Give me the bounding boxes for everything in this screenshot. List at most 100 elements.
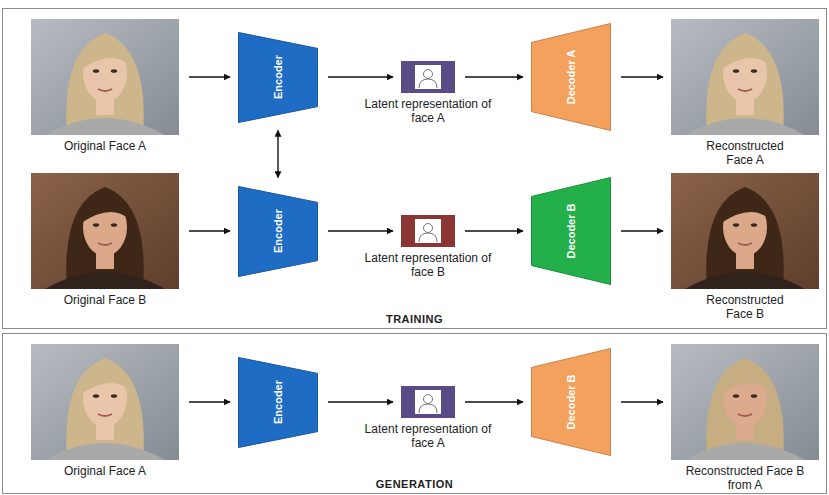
icon-frame (401, 386, 455, 418)
photo-background (31, 19, 179, 135)
block-label: Encoder (272, 380, 284, 424)
icon-head (424, 70, 433, 79)
section-panel: GENERATIONOriginal Face A EncoderLatent r… (2, 333, 827, 494)
eye (751, 69, 757, 73)
face-image-node: Reconstructed Face A (671, 19, 819, 167)
encoder-block: Encoder (238, 357, 318, 448)
photo-background (671, 344, 819, 460)
image-caption: Reconstructed Face B from A (680, 464, 810, 492)
icon-body (419, 233, 437, 242)
mouth (738, 243, 752, 245)
image-caption: Reconstructed Face A (695, 139, 795, 167)
mouth (98, 243, 112, 245)
face-photo (671, 344, 819, 460)
trapezoid (239, 32, 318, 122)
fringe (81, 195, 129, 223)
icon-head (424, 395, 433, 404)
arrow-connector (465, 76, 523, 77)
image-caption: Original Face B (31, 293, 179, 307)
fringe (721, 366, 769, 394)
encoder-block: Encoder (238, 32, 318, 123)
shoulders (45, 443, 165, 460)
icon-frame (401, 61, 455, 93)
icon-body (419, 404, 437, 413)
photo-background (671, 173, 819, 289)
face-image-node: Reconstructed Face B from A (671, 344, 819, 492)
image-caption: Original Face A (31, 139, 179, 153)
arrow-connector (189, 230, 230, 231)
eye (733, 394, 739, 398)
trapezoid (239, 357, 318, 447)
latent-caption: Latent representation of face A (353, 422, 503, 450)
trapezoid (532, 24, 611, 131)
face-photo (31, 344, 179, 460)
image-caption: Original Face A (31, 464, 179, 478)
section-title: TRAINING (3, 313, 826, 325)
eye (93, 69, 99, 73)
icon-card (415, 390, 441, 414)
fringe (721, 41, 769, 69)
arrow-connector (189, 76, 230, 77)
decoder-block: Decoder A (531, 23, 611, 131)
shoulders (45, 272, 165, 289)
eye (733, 223, 739, 227)
icon-card (415, 65, 441, 89)
face-image-node: Original Face A (31, 344, 179, 478)
trapezoid (532, 178, 611, 285)
arrow-connector (189, 401, 230, 402)
shoulders (685, 118, 805, 135)
face-photo (31, 173, 179, 289)
face-image-node: Original Face A (31, 19, 179, 153)
shoulders (45, 118, 165, 135)
arrow-connector (621, 230, 663, 231)
trapezoid (239, 186, 318, 276)
image-caption: Reconstructed Face B (695, 293, 795, 321)
encoder-block: Encoder (238, 186, 318, 277)
arrow-connector (328, 230, 393, 231)
block-label: Decoder B (565, 374, 577, 429)
eye (111, 223, 117, 227)
icon-head (424, 224, 433, 233)
eye (111, 69, 117, 73)
shoulders (685, 272, 805, 289)
mouth (98, 89, 112, 91)
eye (751, 394, 757, 398)
decoder-block: Decoder B (531, 177, 611, 285)
face-photo (671, 173, 819, 289)
icon-frame (401, 215, 455, 247)
fringe (81, 41, 129, 69)
face-photo (31, 19, 179, 135)
mouth (738, 89, 752, 91)
trapezoid (532, 349, 611, 456)
shoulders (685, 443, 805, 460)
latent-representation: Latent representation of face A (353, 61, 503, 125)
latent-icon (401, 386, 455, 418)
arrow-connector (465, 401, 523, 402)
face-image-node: Original Face B (31, 173, 179, 307)
face-image-node: Reconstructed Face B (671, 173, 819, 321)
latent-icon (401, 61, 455, 93)
latent-caption: Latent representation of face B (353, 251, 503, 279)
eye (93, 394, 99, 398)
arrow-connector (621, 76, 663, 77)
photo-background (671, 19, 819, 135)
arrow-connector (328, 401, 393, 402)
mouth (98, 414, 112, 416)
arrow-connector (621, 401, 663, 402)
block-label: Decoder A (565, 50, 577, 105)
latent-caption: Latent representation of face A (353, 97, 503, 125)
photo-background (31, 173, 179, 289)
block-label: Encoder (272, 55, 284, 99)
eye (93, 223, 99, 227)
fringe (721, 195, 769, 223)
mouth (738, 414, 752, 416)
section-title: GENERATION (3, 478, 826, 490)
fringe (81, 366, 129, 394)
latent-representation: Latent representation of face B (353, 215, 503, 279)
eye (111, 394, 117, 398)
block-label: Decoder B (565, 203, 577, 258)
arrow-connector (328, 76, 393, 77)
latent-representation: Latent representation of face A (353, 386, 503, 450)
photo-background (31, 344, 179, 460)
